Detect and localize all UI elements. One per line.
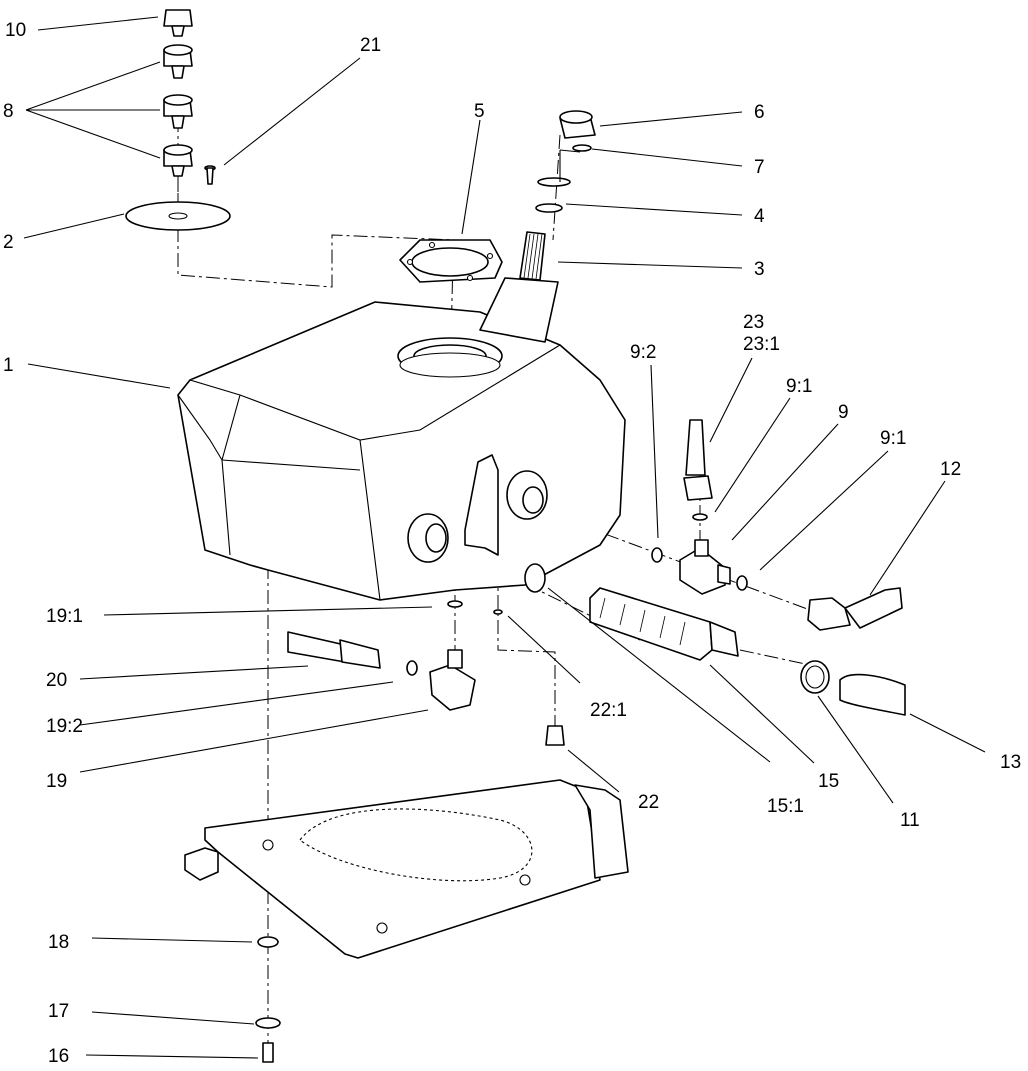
callout-16: 16: [48, 1046, 69, 1067]
elbow-hose: [807, 587, 903, 631]
callout-17: 17: [48, 1001, 69, 1022]
callout-8: 8: [3, 101, 14, 122]
hose-clamp: [800, 660, 830, 694]
knob-stack: [163, 9, 193, 177]
leader-lines: [23, 16, 986, 1059]
callout-1: 1: [3, 355, 14, 376]
callout-15: 15: [818, 771, 839, 792]
strainer: [589, 587, 739, 661]
callout-9-2: 9:2: [630, 342, 656, 363]
callout-20: 20: [46, 670, 67, 691]
screw: [204, 165, 216, 185]
callout-10: 10: [5, 20, 26, 41]
callout-6: 6: [754, 102, 765, 123]
callout-7: 7: [754, 157, 765, 178]
callout-15-1: 15:1: [767, 796, 804, 817]
plug: [545, 725, 565, 746]
callout-13: 13: [1000, 752, 1021, 773]
cover-plate: [125, 201, 231, 231]
callout-18: 18: [48, 932, 69, 953]
fuel-line: [287, 631, 381, 669]
callout-19: 19: [46, 771, 67, 792]
callout-9-1a: 9:1: [786, 376, 812, 397]
o-rings: [406, 513, 748, 676]
spacer: [257, 936, 279, 948]
gasket: [399, 239, 503, 283]
callout-22-1: 22:1: [590, 700, 627, 721]
callout-23-1: 23:1: [743, 334, 780, 355]
callout-22: 22: [638, 792, 659, 813]
filler-screen: [519, 231, 546, 281]
callout-21: 21: [360, 35, 381, 56]
callout-19-2: 19:2: [46, 716, 83, 737]
callout-4: 4: [754, 206, 765, 227]
fuel-cap: [559, 110, 596, 152]
callout-11: 11: [900, 810, 920, 831]
callout-labels: 10 8 21 2 5 6 7 4 3 1 23 23:1 9:2 9:1 9 …: [3, 20, 1021, 1067]
elbow-fitting: [429, 649, 476, 711]
bolt: [262, 1042, 274, 1063]
hose: [839, 673, 906, 716]
tee-fitting: [679, 539, 731, 595]
hose-nut: [683, 419, 713, 501]
seal-rings: [535, 149, 581, 213]
callout-19-1: 19:1: [46, 606, 83, 627]
callout-9-1b: 9:1: [880, 428, 906, 449]
callout-5: 5: [474, 101, 485, 122]
mounting-plate: [184, 779, 629, 959]
callout-12: 12: [940, 459, 961, 480]
fuel-tank: [177, 277, 626, 601]
callout-3: 3: [754, 259, 765, 280]
washer: [255, 1017, 281, 1029]
callout-2: 2: [3, 232, 14, 253]
callout-9: 9: [838, 402, 849, 423]
callout-23: 23: [743, 312, 764, 333]
